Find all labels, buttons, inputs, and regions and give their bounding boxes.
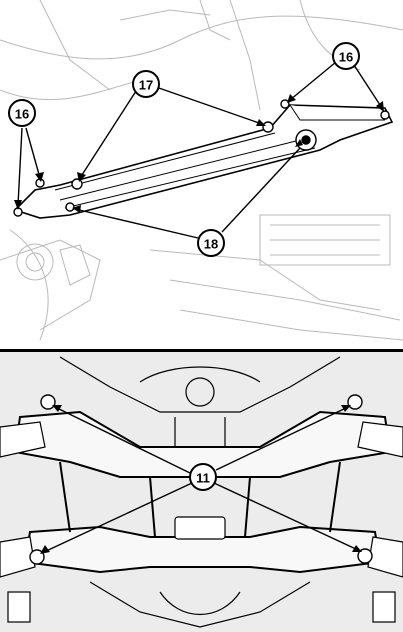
- subframe-diagram: 11: [0, 352, 403, 632]
- callout-18: 18: [197, 229, 225, 257]
- brace-bar-drawing: 16 16 17 18: [0, 0, 403, 341]
- callouts-top: 16 16 17 18: [8, 42, 360, 257]
- panel-divider: [0, 349, 403, 353]
- mount-rear-right: [357, 548, 373, 564]
- subframe-drawing: 11: [0, 352, 403, 632]
- bolt-16-right-b: [380, 110, 390, 120]
- leader-lines: [17, 61, 383, 239]
- arrowheads-bottom: [40, 405, 362, 554]
- leader-lines-bottom: [43, 406, 359, 553]
- svg-text:16: 16: [339, 50, 353, 65]
- callout-16-right: 16: [332, 42, 360, 70]
- bolt-17-right: [262, 121, 274, 133]
- svg-text:16: 16: [15, 107, 29, 122]
- bolt-16-right-a: [280, 99, 290, 109]
- svg-text:17: 17: [139, 78, 153, 93]
- brace-bar: [13, 104, 394, 219]
- underbody-background: [0, 0, 403, 341]
- callout-11: 11: [189, 463, 217, 491]
- bolt-18-left: [65, 202, 75, 212]
- mount-front-right: [347, 394, 363, 410]
- callout-16-left: 16: [8, 99, 36, 127]
- arrowheads: [14, 94, 384, 213]
- subframe: [13, 410, 392, 574]
- mount-front-left: [40, 394, 56, 410]
- svg-text:11: 11: [196, 471, 210, 486]
- brace-bar-diagram: 16 16 17 18: [0, 0, 403, 341]
- svg-text:18: 18: [204, 237, 218, 252]
- callout-17: 17: [132, 70, 160, 98]
- suspension-arms: [0, 421, 403, 623]
